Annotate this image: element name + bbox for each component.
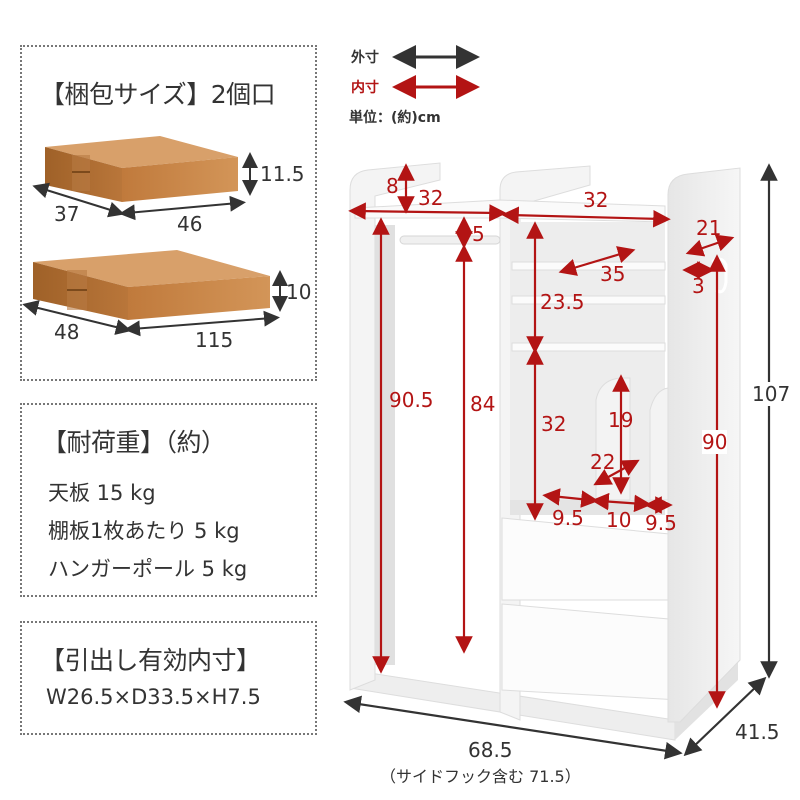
legend-outer-label: 外寸	[351, 50, 379, 66]
box1-width: 46	[177, 212, 203, 236]
package-box-2	[22, 250, 288, 337]
dim-pole-height: 84	[470, 392, 496, 416]
load-capacity-title: 【耐荷重】（約）	[42, 428, 226, 457]
load-item-shelf: 棚板1枚あたり 5 kg	[48, 519, 240, 543]
package-box-1	[32, 136, 258, 221]
legend-unit-label: 単位：(約)cm	[349, 110, 441, 126]
dim-hook-width: 21	[696, 216, 722, 240]
box2-width: 115	[195, 328, 234, 352]
dim-slot-1: 9.5	[552, 506, 584, 530]
dim-outer-height: 107	[752, 382, 791, 406]
dim-hook-gap: 3	[692, 274, 705, 298]
inner-dimension-lines	[348, 163, 735, 709]
outer-dimension-lines	[343, 163, 778, 760]
dim-right-top-width: 32	[583, 188, 609, 212]
dim-shelf-gap: 23.5	[540, 290, 585, 314]
dim-slot-2: 10	[606, 508, 632, 532]
furniture-illustration	[349, 162, 741, 741]
dim-shelf-depth: 35	[600, 262, 626, 286]
dim-top-guard-height: 8	[386, 174, 399, 198]
dim-divider-height: 19	[608, 408, 634, 432]
dim-outer-depth: 41.5	[735, 720, 780, 744]
legend-inner-label: 内寸	[351, 80, 379, 96]
load-item-top: 天板 15 kg	[48, 481, 156, 505]
packaging-title: 【梱包サイズ】2個口	[40, 80, 276, 109]
dim-outer-width-note: （サイドフック含む 71.5）	[380, 767, 581, 786]
drawer-title: 【引出し有効内寸】	[40, 646, 261, 675]
load-item-pole: ハンガーポール 5 kg	[48, 557, 248, 581]
dim-left-top-width: 32	[418, 186, 444, 210]
packaging-panel: 【梱包サイズ】2個口	[20, 45, 317, 381]
dim-left-inner-height: 90.5	[389, 388, 434, 412]
dim-slot-3: 9.5	[645, 511, 677, 535]
box2-height: 10	[286, 280, 312, 304]
dim-divider-depth: 22	[590, 450, 616, 474]
box2-depth: 48	[54, 320, 80, 344]
dim-outer-width: 68.5	[468, 738, 513, 762]
box1-height: 11.5	[260, 162, 305, 186]
drawer-size: W26.5×D33.5×H7.5	[46, 685, 261, 709]
dim-lower-space-height: 32	[541, 412, 567, 436]
dim-pole-gap: 5	[472, 222, 485, 246]
dim-right-inner-height: 90	[702, 430, 728, 454]
drawer-panel: 【引出し有効内寸】 W26.5×D33.5×H7.5	[20, 621, 317, 735]
box1-depth: 37	[54, 202, 80, 226]
load-capacity-panel: 【耐荷重】（約） 天板 15 kg 棚板1枚あたり 5 kg ハンガーポール 5…	[20, 403, 317, 597]
